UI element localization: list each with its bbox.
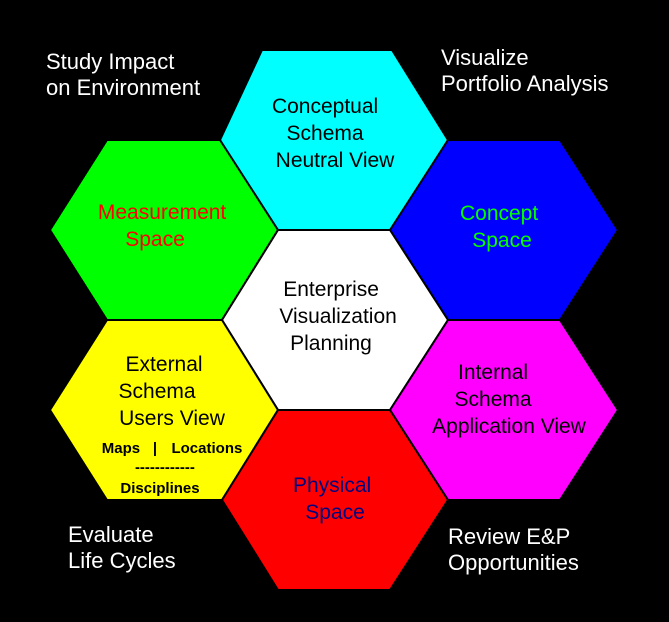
hex-bottom [220, 409, 450, 591]
hex-lower-left-label: External Schema Users View [119, 353, 226, 430]
corner-text-bottom-left: Evaluate Life Cycles [68, 522, 176, 573]
hex-lower-left-sublabel: Maps | Locations ------------ Discipline… [102, 440, 247, 497]
corner-text-bottom-right: Review E&P Opportunities [448, 524, 579, 575]
hex-center-label: Enterprise Visualization Planning [279, 278, 402, 355]
hex-upper-right-label: Concept Space [460, 202, 544, 252]
hex-upper-left-label: Measurement Space [98, 201, 232, 251]
hex-top-label: Conceptual Schema Neutral View [272, 95, 395, 172]
hex-bottom-label: Physical Space [293, 474, 377, 524]
hex-lower-right-label: Internal Schema Application View [432, 361, 587, 438]
corner-text-top-left: Study Impact on Environment [46, 49, 201, 100]
corner-text-top-right: Visualize Portfolio Analysis [441, 45, 609, 96]
